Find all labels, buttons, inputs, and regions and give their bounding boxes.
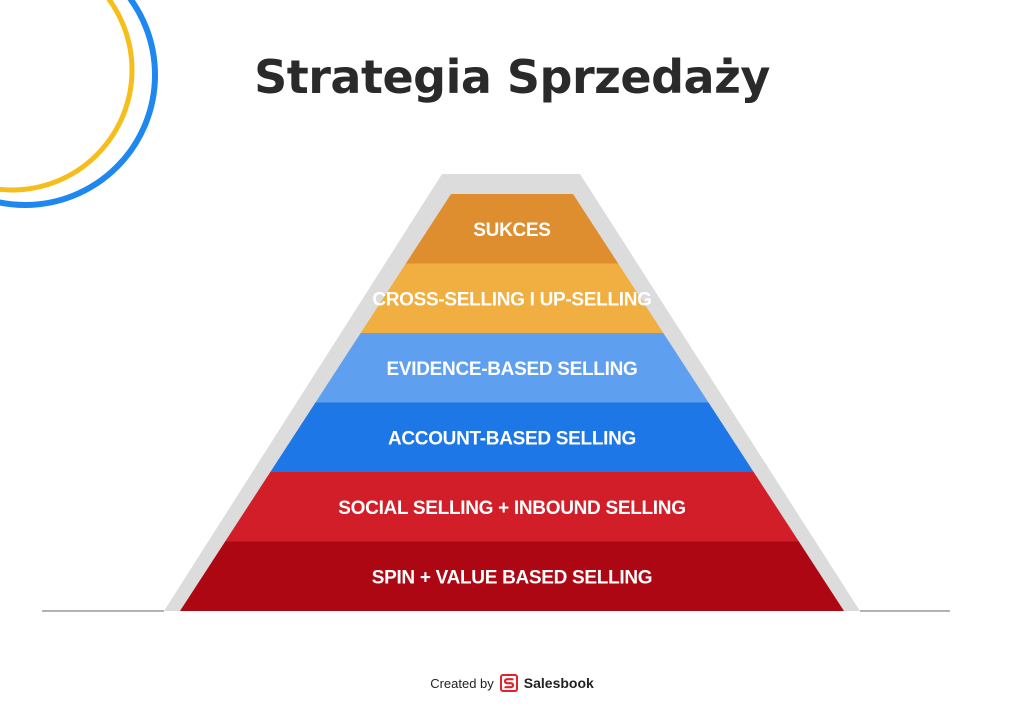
created-by-text: Created by bbox=[430, 675, 494, 691]
pyramid-level-5 bbox=[225, 472, 799, 542]
brand-name[interactable]: Salesbook bbox=[523, 675, 594, 691]
pyramid-level-label: SOCIAL SELLING + INBOUND SELLING bbox=[338, 498, 685, 519]
pyramid-level-label: SPIN + VALUE BASED SELLING bbox=[372, 567, 653, 588]
pyramid-levels: SUKCES CROSS-SELLING I UP-SELLING EVIDENCE… bbox=[180, 194, 844, 611]
pyramid-level-label: CROSS-SELLING I UP-SELLING bbox=[372, 289, 651, 310]
pyramid-level-label: ACCOUNT-BASED SELLING bbox=[388, 428, 636, 449]
pyramid-level-label: SUKCES bbox=[473, 220, 550, 241]
decorative-arc-blue bbox=[0, 0, 158, 208]
pyramid-level-2 bbox=[360, 263, 664, 333]
page-title: Strategia Sprzedaży bbox=[254, 50, 770, 104]
decorative-arc-yellow bbox=[0, 0, 135, 193]
pyramid-level-label: EVIDENCE-BASED SELLING bbox=[387, 359, 638, 380]
salesbook-logo-icon bbox=[499, 674, 518, 692]
footer: Created by Salesbook bbox=[0, 674, 1024, 692]
pyramid-level-1 bbox=[405, 194, 619, 264]
pyramid-level-3 bbox=[315, 333, 709, 403]
pyramid-level-6 bbox=[180, 541, 844, 611]
pyramid-level-4 bbox=[270, 402, 754, 472]
decorative-arcs bbox=[0, 0, 158, 208]
